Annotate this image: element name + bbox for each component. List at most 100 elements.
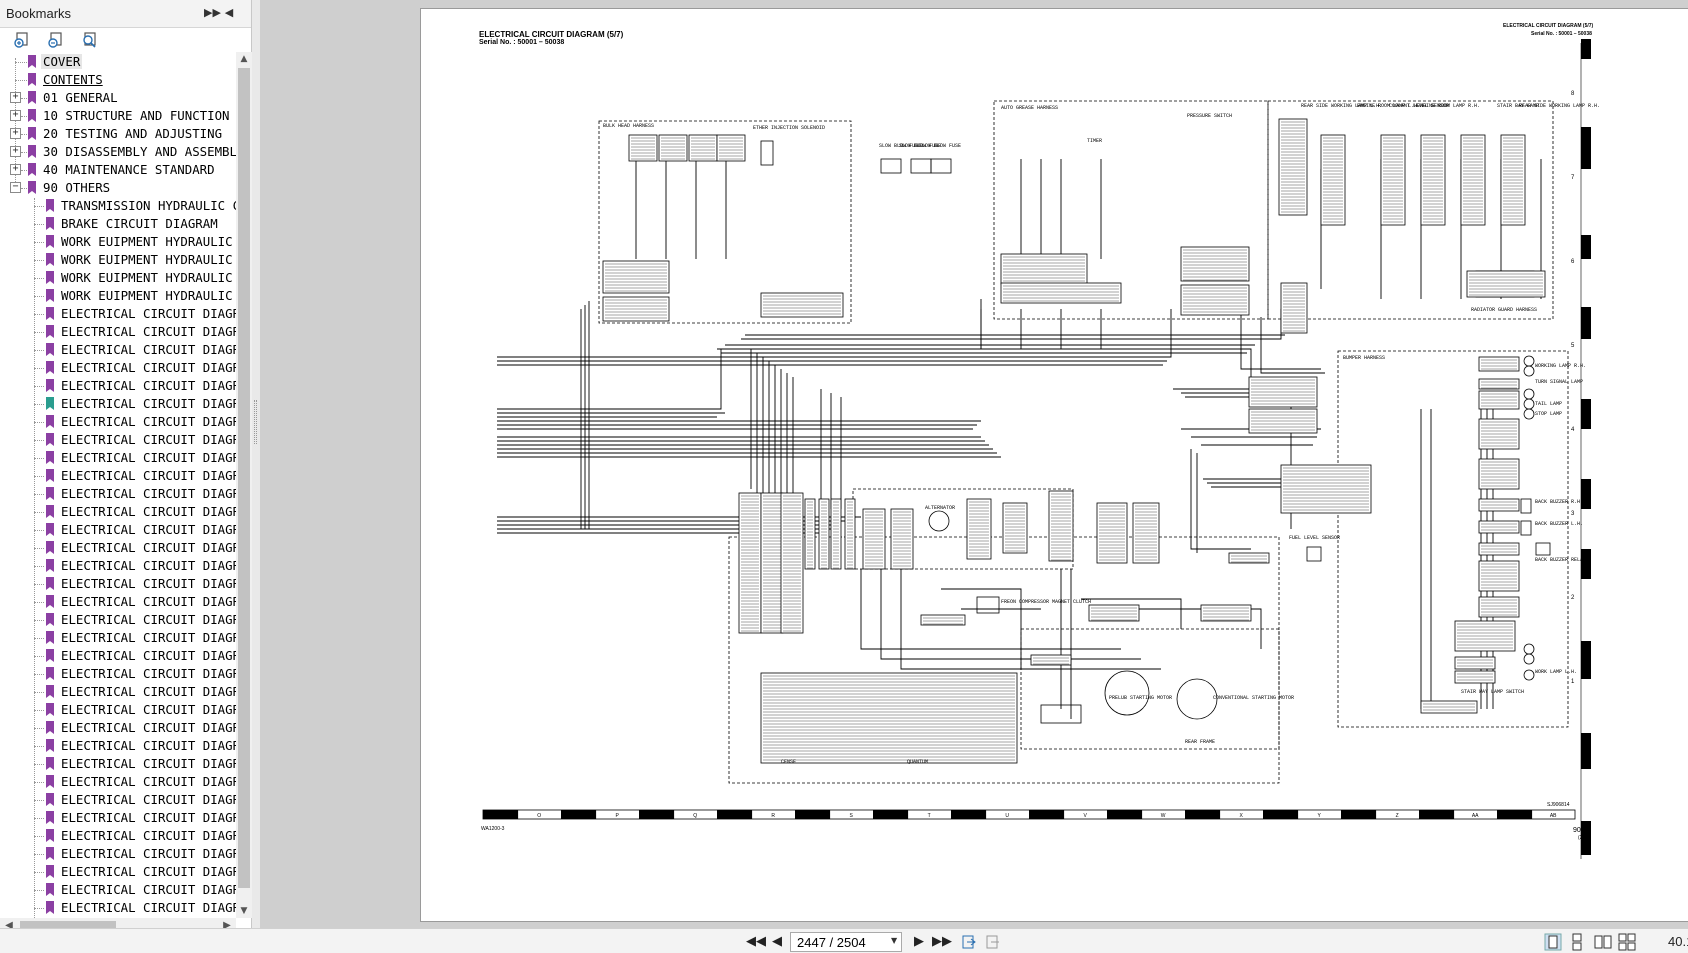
previous-view-icon[interactable]: [960, 933, 978, 951]
page-number-input[interactable]: [790, 932, 902, 952]
bookmark-subitem[interactable]: ELECTRICAL CIRCUIT DIAGRAM: [0, 467, 236, 485]
bookmark-subitem[interactable]: WORK EUIPMENT HYDRAULIC: [0, 287, 236, 305]
diagram-label-stop-lamp: STOP LAMP: [1535, 411, 1562, 417]
two-page-continuous-icon[interactable]: [1618, 933, 1636, 951]
bookmark-subitem[interactable]: ELECTRICAL CIRCUIT DIAGRAM: [0, 899, 236, 917]
expand-icon[interactable]: +: [10, 92, 21, 103]
expand-icon[interactable]: +: [10, 146, 21, 157]
bookmark-subitem[interactable]: TRANSMISSION HYDRAULIC CI: [0, 197, 236, 215]
bookmark-subitem[interactable]: ELECTRICAL CIRCUIT DIAGRAM: [0, 323, 236, 341]
bookmark-item[interactable]: COVER: [0, 53, 236, 71]
next-view-icon[interactable]: [984, 933, 1002, 951]
add-bookmark-icon[interactable]: [46, 31, 64, 49]
bookmark-subitem[interactable]: ELECTRICAL CIRCUIT DIAGRAM: [0, 809, 236, 827]
bookmark-subitem[interactable]: ELECTRICAL CIRCUIT DIAGRAM: [0, 719, 236, 737]
tree-guide-line: [34, 512, 44, 513]
bookmark-subitem[interactable]: ELECTRICAL CIRCUIT DIAGRAM: [0, 503, 236, 521]
bookmark-subitem[interactable]: ELECTRICAL CIRCUIT DIAGRAM: [0, 395, 236, 413]
expand-icon[interactable]: +: [10, 128, 21, 139]
tree-guide-line: [34, 530, 44, 531]
collapse-panel-icon[interactable]: ◀: [224, 6, 234, 19]
bookmark-subitem[interactable]: ELECTRICAL CIRCUIT DIAGRAM: [0, 557, 236, 575]
bookmark-item[interactable]: +40 MAINTENANCE STANDARD: [0, 161, 236, 179]
bookmark-subitem[interactable]: ELECTRICAL CIRCUIT DIAGRAM: [0, 863, 236, 881]
continuous-view-icon[interactable]: [1568, 933, 1586, 951]
bookmarks-vertical-scrollbar[interactable]: ▲ ▼: [236, 52, 252, 918]
bookmark-item[interactable]: +30 DISASSEMBLY AND ASSEMBLY: [0, 143, 236, 161]
expand-icon[interactable]: +: [10, 164, 21, 175]
bookmark-subitem[interactable]: ELECTRICAL CIRCUIT DIAGRAM: [0, 539, 236, 557]
bookmark-subitem[interactable]: ELECTRICAL CIRCUIT DIAGRAM: [0, 431, 236, 449]
document-view[interactable]: ELECTRICAL CIRCUIT DIAGRAM (5/7) Serial …: [260, 0, 1688, 928]
bookmark-icon: [46, 523, 54, 536]
bookmark-subitem[interactable]: ELECTRICAL CIRCUIT DIAGRAM: [0, 647, 236, 665]
bookmark-item[interactable]: +20 TESTING AND ADJUSTING: [0, 125, 236, 143]
bookmark-subitem[interactable]: ELECTRICAL CIRCUIT DIAGRAM: [0, 413, 236, 431]
bookmark-subitem[interactable]: ELECTRICAL CIRCUIT DIAGRAM: [0, 485, 236, 503]
zoom-level[interactable]: 40.1: [1668, 934, 1688, 949]
find-bookmark-icon[interactable]: [80, 31, 98, 49]
bookmark-subitem[interactable]: WORK EUIPMENT HYDRAULIC: [0, 233, 236, 251]
expand-icon[interactable]: +: [10, 110, 21, 121]
scroll-up-icon[interactable]: ▲: [240, 54, 248, 64]
bookmark-label: WORK EUIPMENT HYDRAULIC: [61, 288, 233, 303]
bookmark-subitem[interactable]: ELECTRICAL CIRCUIT DIAGRAM: [0, 521, 236, 539]
bookmark-subitem[interactable]: ELECTRICAL CIRCUIT DIAGRAM: [0, 611, 236, 629]
bookmark-subitem[interactable]: ELECTRICAL CIRCUIT DIAGRAM: [0, 305, 236, 323]
column-grid-bar: [717, 810, 753, 819]
diagram-label-turn-signal: TURN SIGNAL LAMP: [1535, 379, 1583, 385]
bookmark-subitem[interactable]: ELECTRICAL CIRCUIT DIAGRAM: [0, 701, 236, 719]
bookmark-subitem[interactable]: ELECTRICAL CIRCUIT DIAGRAM: [0, 665, 236, 683]
bookmark-subitem[interactable]: ELECTRICAL CIRCUIT DIAGRAM: [0, 845, 236, 863]
bookmark-subitem[interactable]: ELECTRICAL CIRCUIT DIAGRAM: [0, 827, 236, 845]
bookmark-subitem[interactable]: ELECTRICAL CIRCUIT DIAGRAM: [0, 377, 236, 395]
single-page-view-icon[interactable]: [1544, 933, 1562, 951]
diagram-label-stair-way: STAIR WAY LAMP SWITCH: [1461, 689, 1524, 695]
scroll-thumb[interactable]: [238, 68, 250, 888]
bookmark-subitem[interactable]: ELECTRICAL CIRCUIT DIAGRAM: [0, 449, 236, 467]
panel-splitter[interactable]: [252, 0, 260, 928]
bookmark-subitem[interactable]: WORK EUIPMENT HYDRAULIC: [0, 251, 236, 269]
tree-guide-line: [34, 476, 44, 477]
bookmark-icon: [46, 361, 54, 374]
connector-block: [920, 614, 966, 626]
bookmark-subitem[interactable]: ELECTRICAL CIRCUIT DIAGRAM: [0, 593, 236, 611]
bookmark-icon: [46, 325, 54, 338]
hscroll-thumb[interactable]: [20, 921, 116, 931]
bookmark-subitem[interactable]: ELECTRICAL CIRCUIT DIAGRAM: [0, 575, 236, 593]
bookmark-subitem[interactable]: ELECTRICAL CIRCUIT DIAGRAM: [0, 737, 236, 755]
bookmark-subitem[interactable]: BRAKE CIRCUIT DIAGRAM: [0, 215, 236, 233]
column-grid-bar: [1497, 810, 1533, 819]
bookmark-item[interactable]: −90 OTHERS: [0, 179, 236, 197]
bookmark-subitem[interactable]: ELECTRICAL CIRCUIT DIAGRAM: [0, 341, 236, 359]
bookmark-label: ELECTRICAL CIRCUIT DIAGRAM: [61, 576, 236, 591]
expand-bookmark-icon[interactable]: [12, 31, 30, 49]
last-page-icon[interactable]: ▶▶: [932, 934, 952, 949]
page-dropdown-icon[interactable]: ▼: [891, 936, 898, 945]
bookmark-subitem[interactable]: WORK EUIPMENT HYDRAULIC: [0, 269, 236, 287]
prev-page-icon[interactable]: ◀: [772, 934, 782, 949]
bookmark-subitem[interactable]: ELECTRICAL CIRCUIT DIAGRAM: [0, 683, 236, 701]
next-page-icon[interactable]: ▶: [914, 934, 924, 949]
bookmark-subitem[interactable]: ELECTRICAL CIRCUIT DIAGRAM: [0, 791, 236, 809]
scroll-right-icon[interactable]: ▶: [223, 920, 231, 931]
bookmark-item[interactable]: CONTENTS: [0, 71, 236, 89]
scroll-down-icon[interactable]: ▼: [240, 906, 248, 916]
bookmark-subitem[interactable]: ELECTRICAL CIRCUIT DIAGRAM: [0, 359, 236, 377]
grid-edge-bar: [1581, 479, 1591, 509]
bookmark-item[interactable]: +10 STRUCTURE AND FUNCTION: [0, 107, 236, 125]
bookmark-subitem[interactable]: ELECTRICAL CIRCUIT DIAGRAM: [0, 755, 236, 773]
scroll-left-icon[interactable]: ◀: [5, 920, 13, 931]
bookmark-subitem[interactable]: ELECTRICAL CIRCUIT DIAGRAM: [0, 773, 236, 791]
first-page-icon[interactable]: ◀◀: [746, 934, 766, 949]
collapse-icon[interactable]: −: [10, 182, 21, 193]
expand-panel-icon[interactable]: ▶▶: [204, 6, 221, 19]
bookmark-subitem[interactable]: ELECTRICAL CIRCUIT DIAGRAM: [0, 629, 236, 647]
two-page-view-icon[interactable]: [1594, 933, 1612, 951]
diagram-label-tail-lamp: TAIL LAMP: [1535, 401, 1562, 407]
bookmark-subitem[interactable]: ELECTRICAL CIRCUIT DIAGRAM: [0, 881, 236, 899]
bookmark-icon: [46, 505, 54, 518]
splitter-grip[interactable]: [254, 400, 257, 444]
bookmark-item[interactable]: +01 GENERAL: [0, 89, 236, 107]
